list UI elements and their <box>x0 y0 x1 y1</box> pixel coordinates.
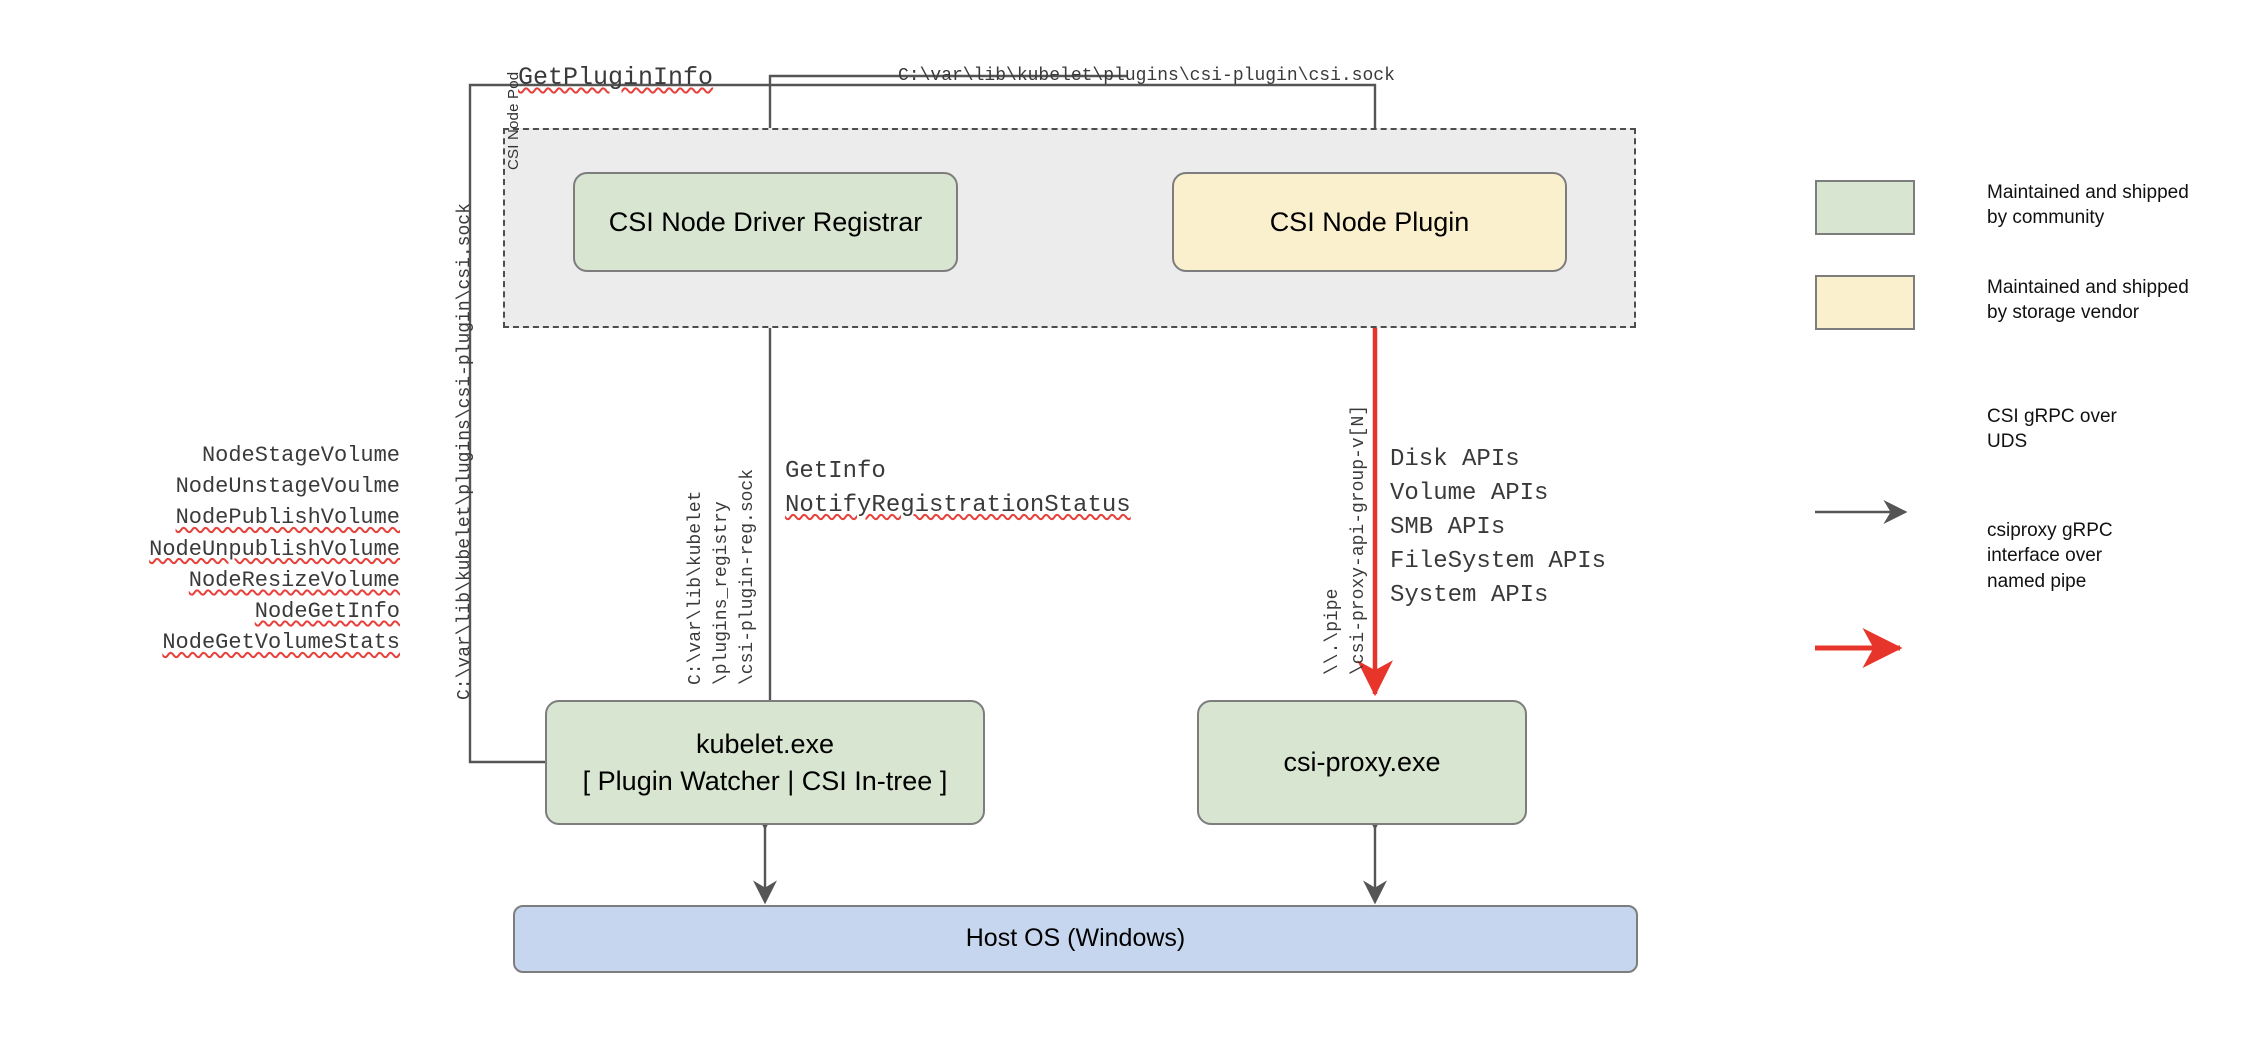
legend-line-1: csiproxy gRPC <box>1987 520 2113 541</box>
registration-path-line-3: \csi-plugin-reg.sock <box>738 468 759 685</box>
box-label-line-2: [ Plugin Watcher | CSI In-tree ] <box>582 765 948 796</box>
legend-text-vendor: Maintained and shipped by storage vendor <box>1987 275 2247 326</box>
legend-line-2: by community <box>1987 207 2105 229</box>
list-item: NodeUnpublishVolume <box>149 536 400 562</box>
legend-line-2: interface over <box>1987 545 2103 567</box>
legend-arrow-icon-gray <box>1815 412 1915 467</box>
registration-path-line-1: C:\var\lib\kubelet <box>686 490 706 685</box>
list-item: NodeGetVolumeStats <box>162 630 400 656</box>
list-item: NodeUnstageVoulme <box>175 474 400 500</box>
legend-row-community: Maintained and shipped by community <box>1815 180 2247 235</box>
legend-swatch-community <box>1815 180 1915 235</box>
label-get-plugin-info: GetPluginInfo <box>518 63 714 92</box>
label-csi-socket-path: C:\var\lib\kubelet\plugins\csi-plugin\cs… <box>898 66 1395 86</box>
legend-swatch-vendor <box>1815 275 1915 330</box>
registration-calls: GetInfo NotifyRegistrationStatus <box>785 455 1131 522</box>
legend-text-csi-grpc: CSI gRPC over UDS <box>1987 404 2247 455</box>
legend-line-3: named pipe <box>1987 570 2087 592</box>
list-item: SMB APIs <box>1390 514 1506 542</box>
box-label: csi-proxy.exe <box>1283 747 1441 778</box>
registration-path-line-2: \plugins_registry <box>712 501 733 685</box>
box-host-os[interactable]: Host OS (Windows) <box>513 905 1638 973</box>
box-label: CSI Node Driver Registrar <box>608 206 923 237</box>
list-item: FileSystem APIs <box>1390 548 1607 576</box>
box-label: CSI Node Plugin <box>1269 206 1470 237</box>
legend-line-1: Maintained and shipped <box>1987 182 2189 203</box>
box-kubelet-exe[interactable]: kubelet.exe [ Plugin Watcher | CSI In-tr… <box>545 700 985 825</box>
label-named-pipe-vertical: \\.\pipe \csi-proxy-api-group-v[N] <box>1320 405 1372 675</box>
legend-row-csi-grpc: CSI gRPC over UDS <box>1815 406 2247 467</box>
label-csi-sock-path-vertical: C:\var\lib\kubelet\plugins\csi-plugin\cs… <box>455 203 475 700</box>
legend-arrow-icon-red <box>1815 540 1915 595</box>
box-csi-proxy-exe[interactable]: csi-proxy.exe <box>1197 700 1527 825</box>
box-csi-node-driver-registrar[interactable]: CSI Node Driver Registrar <box>573 172 958 272</box>
legend-line-2: UDS <box>1987 431 2028 453</box>
legend-row-vendor: Maintained and shipped by storage vendor <box>1815 275 2247 330</box>
label-registration-path-vertical: C:\var\lib\kubelet \plugins_registry \cs… <box>683 469 761 685</box>
csi-node-pod-label: CSI Node Pod <box>505 71 522 170</box>
node-service-call-list: NodeStageVolume NodeUnstageVoulme NodePu… <box>100 440 400 659</box>
named-pipe-line-2: \csi-proxy-api-group-v[N] <box>1349 404 1370 675</box>
legend-line-2: by storage vendor <box>1987 302 2140 324</box>
box-label-line-1: kubelet.exe <box>695 729 835 760</box>
box-csi-node-plugin[interactable]: CSI Node Plugin <box>1172 172 1567 272</box>
registration-call-getinfo: GetInfo <box>785 458 886 485</box>
list-item: NodeStageVolume <box>201 443 400 468</box>
legend-text-community: Maintained and shipped by community <box>1987 180 2247 231</box>
registration-call-notify: NotifyRegistrationStatus <box>785 491 1131 519</box>
legend-row-csiproxy-grpc: csiproxy gRPC interface over named pipe <box>1815 520 2247 595</box>
legend-text-csiproxy-grpc: csiproxy gRPC interface over named pipe <box>1987 518 2247 594</box>
list-item: NodeGetInfo <box>254 599 400 625</box>
list-item: Volume APIs <box>1390 480 1549 508</box>
legend-line-1: CSI gRPC over <box>1987 406 2117 427</box>
list-item: Disk APIs <box>1390 446 1520 473</box>
csi-proxy-api-list: Disk APIs Volume APIs SMB APIs FileSyste… <box>1390 443 1606 613</box>
box-label: Host OS (Windows) <box>965 924 1186 953</box>
list-item: System APIs <box>1390 582 1549 610</box>
named-pipe-line-1: \\.\pipe <box>1323 588 1343 675</box>
list-item: NodeResizeVolume <box>188 567 400 593</box>
legend-line-1: Maintained and shipped <box>1987 277 2189 298</box>
list-item: NodePublishVolume <box>175 505 400 531</box>
